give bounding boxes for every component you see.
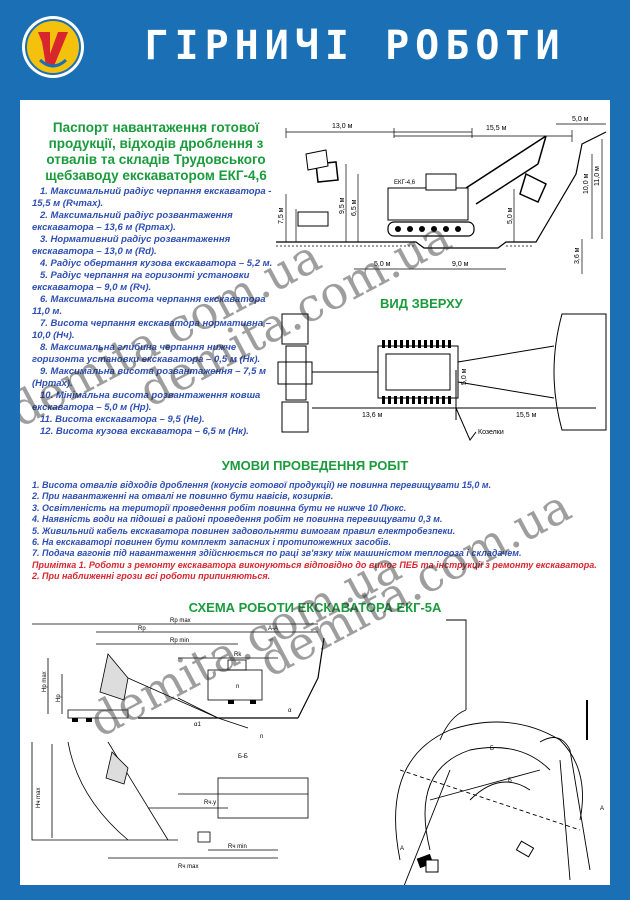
scheme-label: Б [490, 746, 494, 752]
scheme-label: Rр max [170, 618, 191, 624]
dim-label: 5,0 м [461, 368, 468, 385]
content-panel: Паспорт навантаження готової продукції, … [20, 100, 610, 885]
scheme-label: Hр [56, 694, 62, 702]
scheme-label: Rч min [228, 844, 247, 850]
condition-item: 5. Живильний кабель екскаватора повинен … [32, 525, 456, 536]
condition-item: 1. Висота отвалів відходів дроблення (ко… [32, 480, 492, 490]
page-title: ГІРНИЧІ РОБОТИ [144, 23, 566, 69]
condition-item: 7. Подача вагонів під навантаження здійс… [32, 548, 522, 559]
dim-label: 7,5 м [278, 207, 285, 224]
scheme-section-diagram: Rр max Rр А-А Rр min Rk Hр max Hр n α α1… [31, 618, 325, 870]
header: ГІРНИЧІ РОБОТИ [0, 0, 630, 92]
scheme-label: Б [508, 778, 512, 784]
side-view-diagram: 13,0 м 15,5 м 5,0 м 10,0 м 11,0 м 7,5 м … [276, 116, 607, 274]
param-item: 3. Нормативний радіус розвантаження екск… [32, 234, 231, 257]
scheme-label: Rч max [178, 864, 198, 870]
notes-list: Примітка 1. Роботи з ремонту екскаватора… [32, 560, 602, 583]
scheme-label: А [600, 806, 604, 812]
param-item: 8. Максимальна глибина черпання нижче го… [32, 342, 261, 365]
scheme-label: Hр max [42, 671, 48, 692]
param-item: 5. Радіус черпання на горизонті установк… [32, 270, 250, 293]
scheme-label: n [260, 734, 263, 740]
scheme-title: СХЕМА РОБОТИ ЕКСКАВАТОРА ЕКГ-5А [188, 600, 442, 615]
logo-icon [22, 16, 84, 78]
dim-label: 11,0 м [594, 166, 601, 186]
note-item: Примітка 1. Роботи з ремонту екскаватора… [32, 560, 597, 570]
dim-label: 3,6 м [574, 247, 581, 264]
param-item: 11. Висота екскаватора – 9,5 (Hе). [40, 414, 205, 425]
dim-label: 10,0 м [583, 173, 590, 194]
dim-label: 13,6 м [362, 412, 383, 419]
top-view-title: ВИД ЗВЕРХУ [380, 296, 463, 311]
dim-label: 15,5 м [516, 412, 537, 419]
scheme-plan-diagram: А А Б Б [395, 619, 604, 885]
param-item: 7. Висота черпання екскаватора нормативн… [32, 318, 271, 341]
scheme-label: Rр min [170, 638, 189, 644]
param-item: 6. Максимальна висота черпання екскавато… [32, 294, 266, 317]
scheme-label: α1 [194, 722, 201, 728]
scheme-label: А-А [268, 626, 278, 632]
condition-item: 6. На екскаваторі повинен бути комплект … [32, 537, 391, 548]
param-item: 4. Радіус обертання кузова екскаватора –… [40, 258, 273, 269]
scheme-label: n [236, 684, 239, 690]
condition-item: 4. Наявність води на підошві в районі пр… [32, 514, 443, 525]
scheme-label: α [288, 708, 292, 714]
scheme-label: Hч max [36, 788, 42, 808]
dim-label: 5,0 м [572, 116, 589, 123]
param-item: 9. Максимальна висота розвантаження – 7,… [32, 366, 267, 389]
param-item: 10. Мінімальна висота розвантаження ковш… [32, 390, 261, 413]
note-item: 2. При наближенні грози всі роботи припи… [32, 571, 271, 582]
machine-label: ЕКГ-4,6 [394, 180, 416, 186]
top-view-diagram: 13,6 м 15,5 м 5,0 м Козелки [277, 313, 607, 441]
conditions-title: УМОВИ ПРОВЕДЕННЯ РОБІТ [221, 458, 409, 473]
dim-label: 5,0 м [374, 261, 391, 268]
scheme-label: Б-Б [238, 754, 248, 760]
conditions-list: 1. Висота отвалів відходів дроблення (ко… [32, 480, 602, 560]
dim-label: 13,0 м [332, 123, 353, 130]
passport-title: Паспорт навантаження готової продукції, … [45, 120, 267, 183]
scheme-label: Rk [234, 652, 242, 658]
params-list: 1. Максимальний радіус черпання екскават… [32, 186, 282, 438]
scheme-label: Rч.у [204, 800, 216, 806]
condition-item: 3. Освітленість на території проведення … [32, 502, 407, 513]
condition-item: 2. При навантаженні на отвалі не повинно… [32, 491, 334, 502]
scheme-label: Rр [138, 626, 146, 632]
dim-label: 5,0 м [507, 207, 514, 224]
scheme-label: А [400, 846, 404, 852]
dim-label: 6,5 м [351, 199, 358, 216]
param-item: 1. Максимальний радіус черпання екскават… [32, 186, 272, 209]
kozelky-label: Козелки [478, 429, 504, 436]
param-item: 2. Максимальний радіус розвантаження екс… [32, 210, 233, 233]
dim-label: 15,5 м [486, 125, 507, 132]
dim-label: 9,5 м [339, 197, 346, 214]
param-item: 12. Висота кузова екскаватора – 6,5 м (H… [40, 426, 249, 437]
dim-label: 9,0 м [452, 261, 469, 268]
